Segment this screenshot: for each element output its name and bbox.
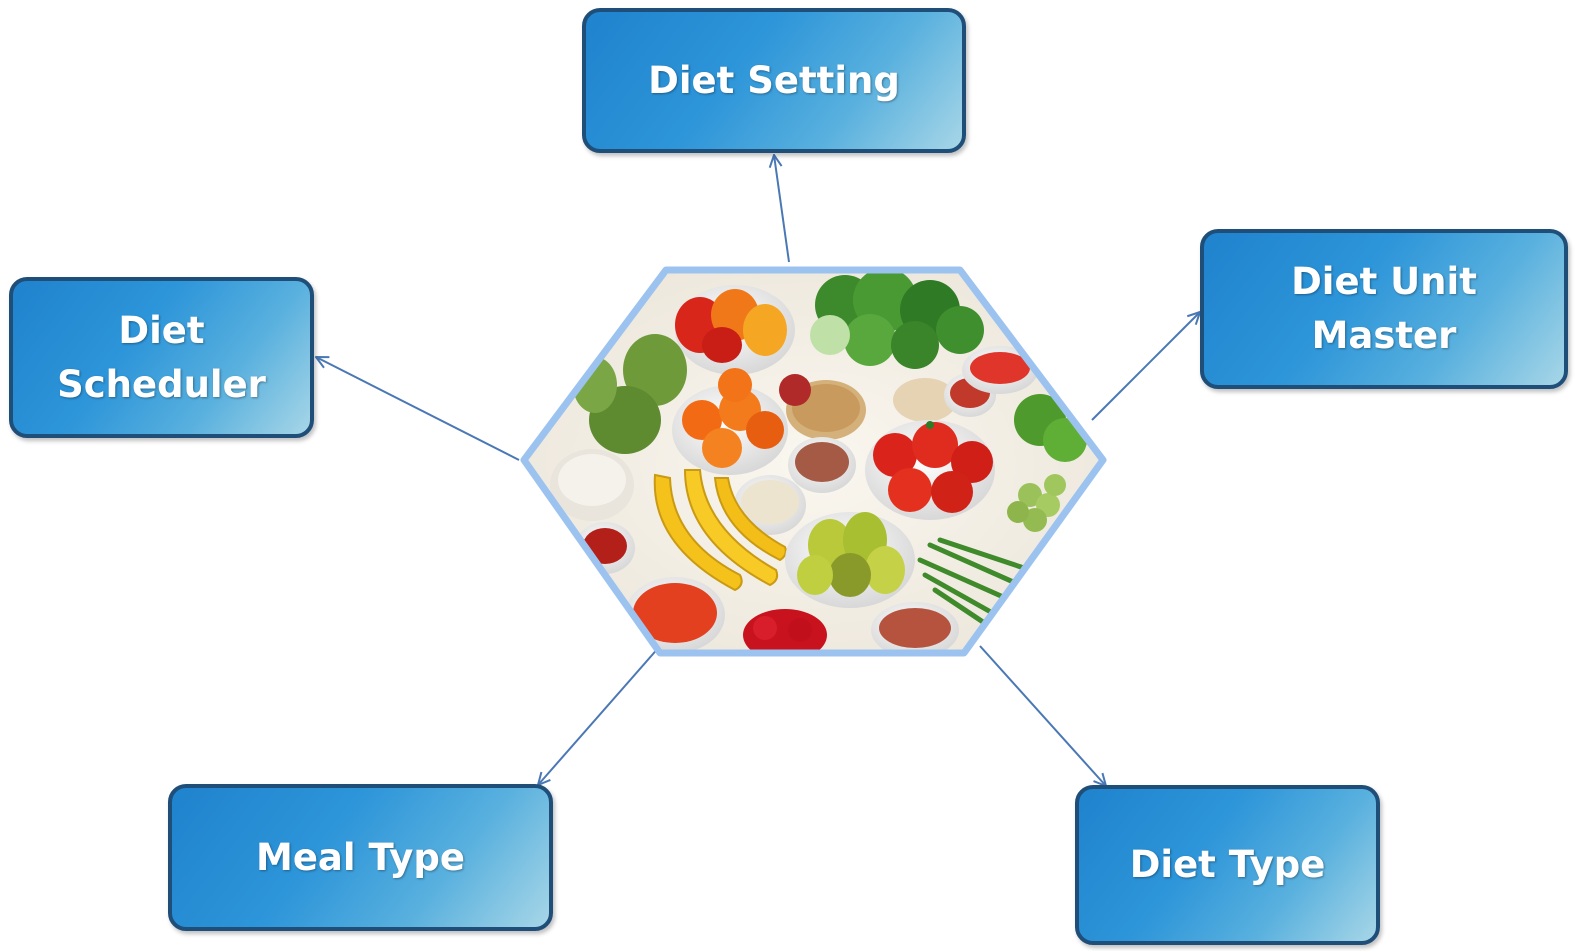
connector-to-diet-setting xyxy=(774,155,790,263)
strawberries-icon xyxy=(743,609,827,653)
node-label: Diet Scheduler xyxy=(57,308,266,406)
rice-bowl-icon xyxy=(550,449,634,521)
node-diet-unit-master: Diet Unit Master xyxy=(1200,229,1568,389)
healthy-food-image xyxy=(520,266,1107,657)
red-pepper-slices-icon xyxy=(962,346,1038,394)
connector-to-meal-type xyxy=(538,645,661,785)
lentils-bowl-icon xyxy=(871,602,959,653)
peppers-bowl-icon xyxy=(675,285,795,375)
connector-to-diet-unit-master xyxy=(1091,312,1200,421)
grain-bowls-icon xyxy=(734,373,996,535)
bananas-icon xyxy=(653,469,787,592)
connector-to-diet-scheduler xyxy=(316,357,520,461)
tomatoes-bowl-icon xyxy=(865,420,995,520)
node-diet-setting: Diet Setting xyxy=(582,8,966,153)
oranges-bowl-icon xyxy=(672,368,788,475)
node-label: Meal Type xyxy=(256,835,465,879)
node-diet-type: Diet Type xyxy=(1075,785,1380,945)
node-meal-type: Meal Type xyxy=(168,784,553,931)
pears-bowl-icon xyxy=(785,512,915,608)
node-diet-scheduler: Diet Scheduler xyxy=(9,277,314,438)
connector-to-diet-type xyxy=(979,645,1106,786)
broccoli-icon xyxy=(810,270,984,369)
dried-fruit-bowl-icon xyxy=(625,577,725,653)
node-label: Diet Unit Master xyxy=(1291,260,1477,357)
artichoke-icon xyxy=(573,334,687,454)
node-label: Diet Type xyxy=(1129,843,1326,887)
node-label: Diet Setting xyxy=(648,58,900,102)
connectors xyxy=(316,155,1200,786)
